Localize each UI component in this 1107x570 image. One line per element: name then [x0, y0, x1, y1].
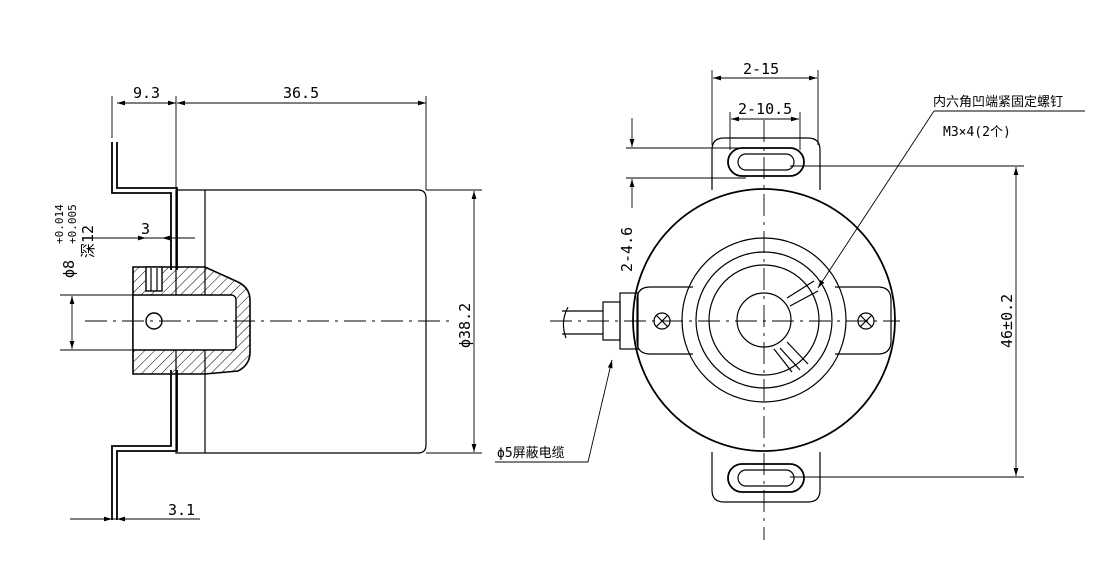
dim-2-10-5: 2-10.5: [738, 100, 792, 118]
bottom-mounting-lug: [711, 452, 821, 503]
front-view: 2-15 2-10.5 2-4.6 46±0.2 内六角凹端紧固定螺钉 M3×4…: [495, 60, 1085, 540]
encoder-body-outline: [175, 189, 427, 454]
set-screw-slot: [145, 266, 163, 292]
bore-diameter: ϕ8: [60, 260, 78, 278]
dim-46: 46±0.2: [998, 294, 1016, 348]
dim-36-5: 36.5: [283, 84, 319, 102]
mounting-plate-left: [636, 286, 693, 355]
bottom-lug-slot: [727, 463, 805, 493]
top-lug-slot: [727, 147, 805, 177]
tolerance-lower: +0.005: [66, 204, 79, 244]
bracket-top: [111, 142, 172, 270]
dim-2-4-6: 2-4.6: [618, 227, 636, 272]
bracket-bottom-inner: [116, 370, 178, 520]
set-screw-spec: M3×4(2个): [943, 125, 1011, 140]
bore-depth: 深12: [79, 225, 97, 258]
dim-3-1: 3.1: [168, 501, 195, 519]
hub-slits: [773, 280, 819, 373]
set-screw-leader: [817, 110, 935, 289]
dim-dia-38-2: ϕ38.2: [456, 303, 474, 348]
dim-3: 3: [141, 220, 150, 238]
tolerance-upper: +0.014: [53, 204, 66, 244]
set-screw-title: 内六角凹端紧固定螺钉: [933, 94, 1063, 110]
mounting-plate-right: [835, 286, 892, 355]
shaft-bore: [132, 294, 237, 351]
cable-break: [562, 306, 569, 339]
dim-9-3: 9.3: [133, 84, 160, 102]
hub-inner-circle: [708, 264, 820, 376]
bracket-bottom: [111, 370, 172, 520]
cable-note: ϕ5屏蔽电缆: [497, 445, 565, 461]
bracket-top-inner: [116, 142, 178, 270]
encoder-housing-circle: [632, 188, 896, 452]
cable-leader: [587, 359, 613, 463]
side-view: 9.3 36.5 3 ϕ8 +0.014 +0.005 深12 ϕ38.2 3.…: [53, 84, 482, 522]
dim-2-15: 2-15: [743, 60, 779, 78]
top-mounting-lug: [711, 137, 821, 190]
